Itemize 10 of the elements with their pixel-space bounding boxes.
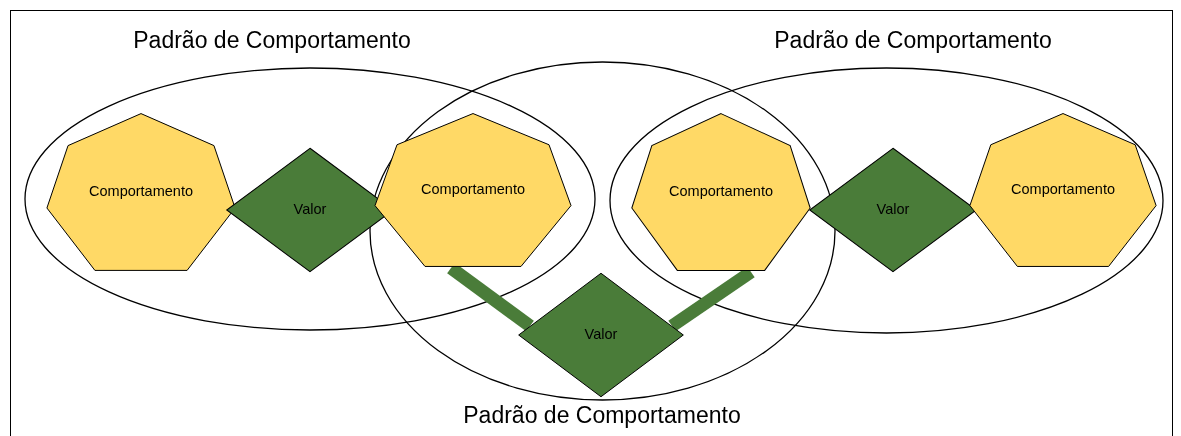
behavior-label: Comportamento [669, 182, 773, 202]
group-heading: Padrão de Comportamento [774, 28, 1052, 52]
value-label: Valor [293, 200, 327, 220]
value-label: Valor [876, 200, 910, 220]
behavior-label: Comportamento [421, 180, 525, 200]
behavior-label: Comportamento [89, 182, 193, 202]
group-heading: Padrão de Comportamento [463, 403, 741, 427]
value-label: Valor [584, 325, 618, 345]
group-heading: Padrão de Comportamento [133, 28, 411, 52]
behavior-label: Comportamento [1011, 180, 1115, 200]
